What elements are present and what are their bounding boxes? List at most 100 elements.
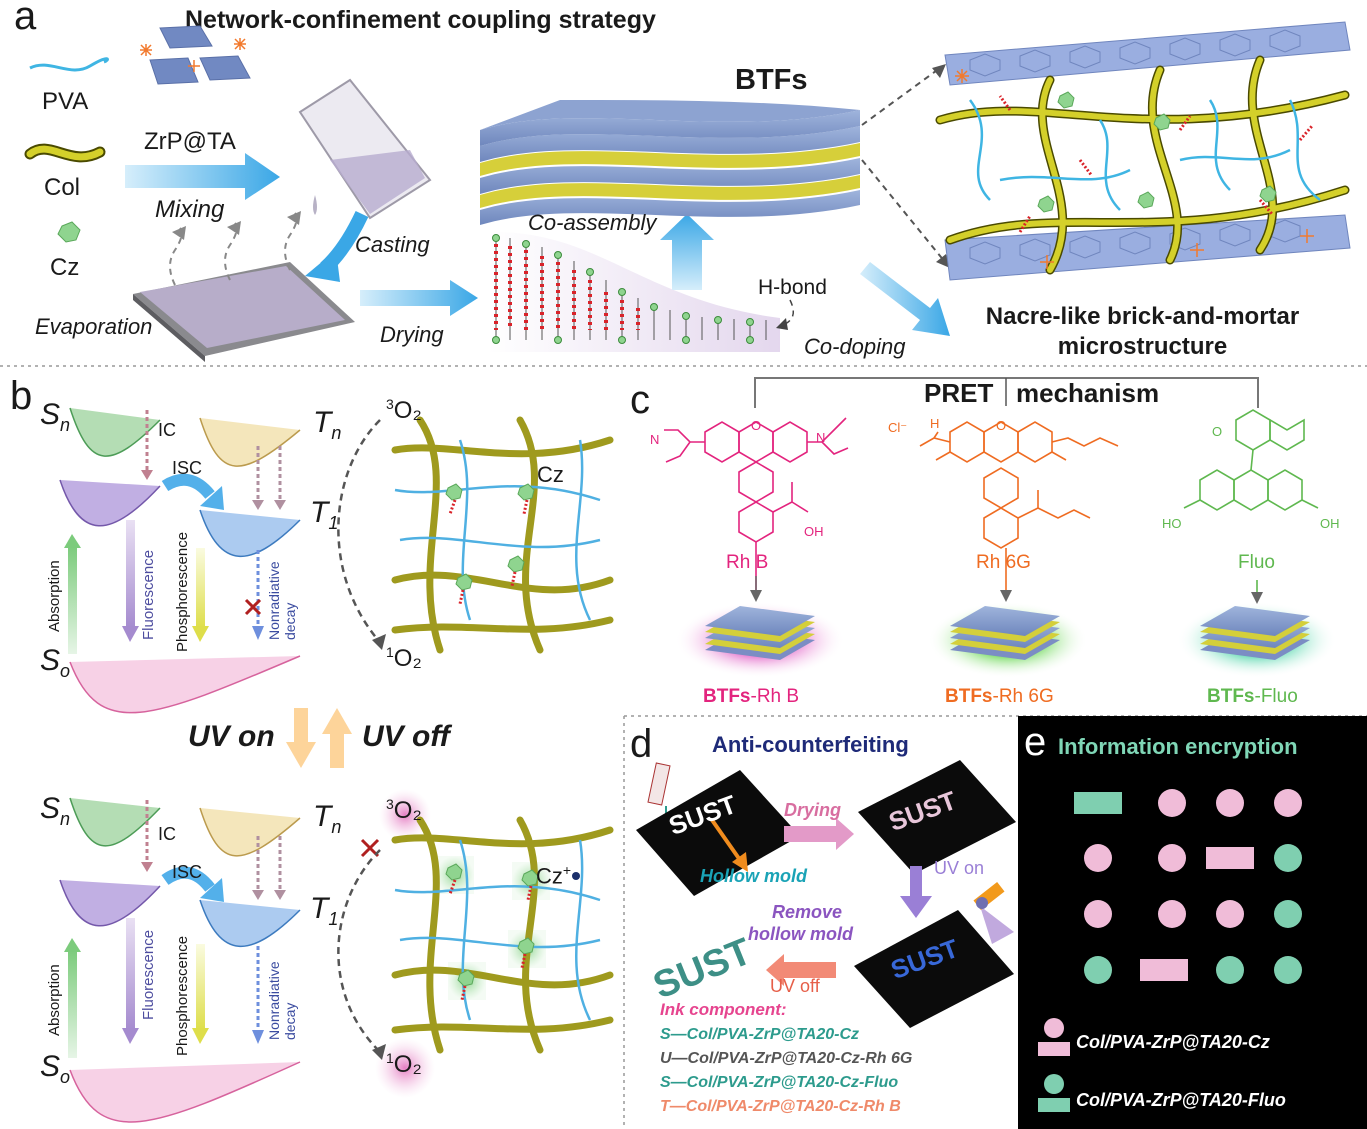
label-uv-off: UV off bbox=[362, 720, 450, 753]
pva-icon bbox=[29, 57, 109, 72]
dye-name-rhb: Rh B bbox=[726, 552, 769, 573]
beaker-icon bbox=[298, 78, 432, 220]
panel-c-letter: c bbox=[630, 378, 650, 422]
legend-fluo-label: Col/PVA-ZrP@TA20-Fluo bbox=[1076, 1090, 1286, 1110]
encryption-grid bbox=[1038, 789, 1302, 1112]
ink-line-4: T—Col/PVA-ZrP@TA20-Cz-Rh B bbox=[660, 1098, 901, 1115]
film-fluo-icon bbox=[1200, 606, 1310, 660]
atom-n-rhb-right: N bbox=[816, 430, 826, 445]
label-triplet-o2-top: 3O₂ bbox=[386, 396, 422, 424]
film-label-fluo: BTFs-Fluo bbox=[1207, 686, 1298, 707]
grid-r2c3 bbox=[1206, 847, 1254, 869]
label-drying: Drying bbox=[380, 322, 444, 347]
grid-r2c4 bbox=[1274, 844, 1302, 872]
label-pva: PVA bbox=[42, 88, 89, 115]
dye-name-rh6g: Rh 6G bbox=[976, 552, 1031, 573]
label-pret: PRET bbox=[924, 378, 994, 408]
state-tn-bottom: Tn bbox=[313, 800, 342, 837]
fluo-molecule-icon bbox=[1183, 409, 1319, 592]
legend-cz-rect bbox=[1038, 1042, 1070, 1056]
grid-r3c4 bbox=[1274, 900, 1302, 928]
atom-o-rh6g: O bbox=[996, 418, 1007, 433]
label-casting: Casting bbox=[355, 232, 430, 257]
polymer-network-bottom bbox=[391, 816, 614, 1054]
rhb-molecule-icon bbox=[664, 417, 849, 590]
grid-r2c2 bbox=[1158, 844, 1186, 872]
grid-r3c1 bbox=[1084, 900, 1112, 928]
flashlight-icon bbox=[973, 882, 1005, 910]
label-hollow-mold-remove: hollow mold bbox=[748, 924, 853, 944]
label-uv-on-d: UV on bbox=[934, 858, 985, 878]
grid-r3c2 bbox=[1158, 900, 1186, 928]
label-cz: Cz bbox=[50, 254, 80, 281]
polymer-network-top bbox=[391, 416, 614, 654]
panel-c-graphics bbox=[624, 377, 1367, 717]
label-structure-line1: Nacre-like brick-and-mortar bbox=[985, 303, 1300, 330]
blocked-x-icon bbox=[244, 598, 262, 616]
grid-r4c2 bbox=[1140, 959, 1188, 981]
atom-o-fluo: O bbox=[1212, 424, 1223, 439]
ta-molecule-icon bbox=[140, 38, 246, 72]
grid-r1c3 bbox=[1216, 789, 1244, 817]
atom-h-rh6g: H bbox=[930, 416, 940, 431]
hbond-marks bbox=[494, 244, 640, 330]
ink-line-2: U—Col/PVA-ZrP@TA20-Cz-Rh 6G bbox=[660, 1050, 913, 1067]
grid-r1c4 bbox=[1274, 789, 1302, 817]
panel-d-graphics bbox=[623, 716, 1016, 1129]
grid-r3c3 bbox=[1216, 900, 1244, 928]
btfs-stack-icon bbox=[480, 100, 860, 225]
card-initial bbox=[636, 770, 800, 896]
grid-r4c4 bbox=[1274, 956, 1302, 984]
drying-arrow-icon bbox=[360, 280, 478, 316]
label-singlet-o2-bottom: 1O₂ bbox=[386, 1050, 422, 1078]
label-structure-line2: microstructure bbox=[1057, 333, 1228, 360]
label-zrp-ta: ZrP@TA bbox=[144, 128, 236, 155]
panel-e-title: Information encryption bbox=[1058, 734, 1298, 759]
state-tn-top: Tn bbox=[313, 406, 342, 443]
grid-r2c1 bbox=[1084, 844, 1112, 872]
label-isc-top: ISC bbox=[172, 458, 203, 478]
co-doping-arrow-icon bbox=[860, 262, 950, 336]
panel-d-letter: d bbox=[630, 722, 653, 766]
label-mixing: Mixing bbox=[155, 196, 225, 223]
legend-fluo-circle bbox=[1044, 1074, 1064, 1094]
atom-oh-rhb: OH bbox=[804, 524, 824, 539]
co-assembly-curve bbox=[488, 231, 780, 352]
grid-r4c1 bbox=[1084, 956, 1112, 984]
label-hbond: H-bond bbox=[758, 276, 827, 299]
film-rhb-icon bbox=[705, 606, 815, 660]
label-remove: Remove bbox=[771, 902, 843, 922]
legend-cz-label: Col/PVA-ZrP@TA20-Cz bbox=[1076, 1032, 1270, 1052]
atom-o-rhb: O bbox=[751, 418, 762, 433]
label-drying-d: Drying bbox=[784, 800, 842, 820]
label-ic-top: IC bbox=[158, 420, 176, 440]
label-uv-off-d: UV off bbox=[770, 976, 820, 996]
legend-cz-circle bbox=[1044, 1018, 1064, 1038]
mixing-arrow-icon bbox=[125, 153, 280, 200]
label-isc-bottom: ISC bbox=[172, 862, 203, 882]
atom-oh-fluo: OH bbox=[1320, 516, 1340, 531]
card-dried bbox=[858, 760, 1016, 874]
state-s0-top: So bbox=[40, 644, 71, 681]
zrp-ta-icon bbox=[149, 25, 251, 85]
label-col: Col bbox=[44, 174, 81, 201]
jablonski-diagram-top bbox=[59, 407, 386, 714]
label-cz-cation: Cz+ bbox=[536, 862, 572, 889]
label-ic-bottom: IC bbox=[158, 824, 176, 844]
curve-nodes bbox=[492, 234, 754, 344]
panel-b-graphics bbox=[59, 407, 614, 1123]
panel-a-letter: a bbox=[14, 0, 37, 38]
nacre-structure-icon bbox=[935, 21, 1351, 281]
ink-line-3: S—Col/PVA-ZrP@TA20-Cz-Fluo bbox=[660, 1074, 899, 1091]
zoom-connectors bbox=[861, 67, 946, 263]
jablonski-diagram-bottom bbox=[59, 789, 435, 1123]
grid-r1c1 bbox=[1074, 792, 1122, 814]
film-label-rhb: BTFs-Rh B bbox=[703, 686, 800, 707]
grid-r1c2 bbox=[1158, 789, 1186, 817]
label-cz-network: Cz bbox=[537, 462, 564, 487]
panel-d-title: Anti-counterfeiting bbox=[712, 732, 909, 757]
label-co-assembly: Co-assembly bbox=[528, 210, 657, 235]
grid-r4c3 bbox=[1216, 956, 1244, 984]
label-triplet-o2-bottom: 3O₂ bbox=[386, 796, 422, 824]
label-evaporation: Evaporation bbox=[35, 314, 153, 339]
